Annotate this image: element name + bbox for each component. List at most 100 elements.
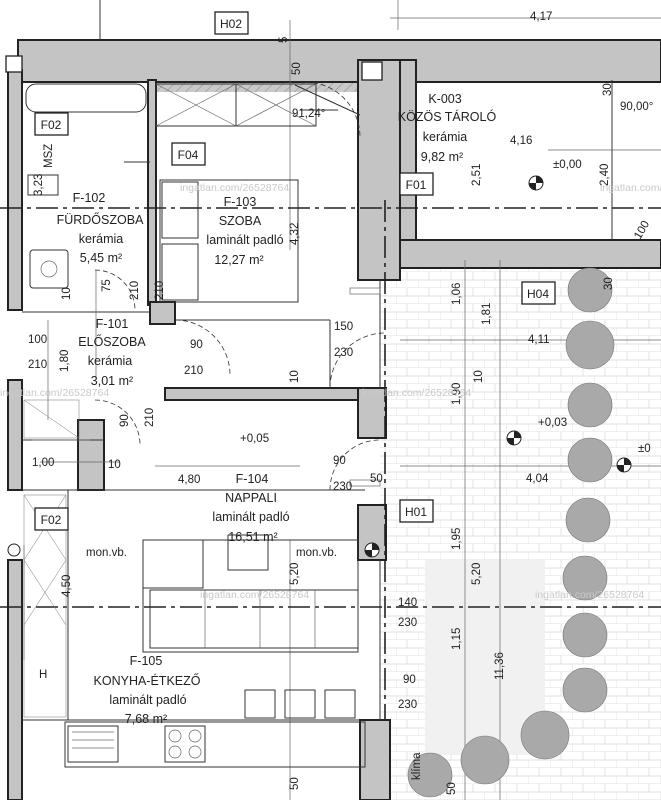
svg-text:10: 10 [289, 370, 301, 383]
svg-text:4,16: 4,16 [510, 135, 532, 147]
svg-text:150: 150 [334, 321, 353, 333]
svg-text:140: 140 [398, 597, 417, 609]
stair-grid [23, 399, 80, 718]
svg-text:10: 10 [61, 287, 73, 300]
svg-text:90: 90 [119, 414, 131, 427]
svg-text:laminált padló: laminált padló [109, 693, 186, 707]
svg-text:F-105: F-105 [130, 654, 163, 668]
svg-text:210: 210 [129, 281, 141, 300]
room-f-101-label: F-101 ELŐSZOBA kerámia 3,01 m² [78, 317, 146, 388]
svg-text:NAPPALI: NAPPALI [225, 491, 277, 505]
svg-text:5: 5 [278, 37, 290, 43]
svg-text:+0,03: +0,03 [538, 417, 567, 429]
room-f-103-label: F-103 SZOBA laminált padló 12,27 m² [206, 195, 283, 267]
svg-text:4,11: 4,11 [528, 334, 550, 346]
dimension-lines [23, 0, 661, 800]
svg-text:5,20: 5,20 [471, 563, 483, 585]
svg-text:90: 90 [403, 674, 416, 686]
svg-text:mon.vb.: mon.vb. [86, 547, 127, 559]
svg-text:±0: ±0 [638, 443, 651, 455]
level-markers [7, 175, 632, 558]
svg-text:210: 210 [154, 281, 166, 300]
misc-labels: MSZ mon.vb. mon.vb. H klíma [39, 144, 423, 780]
svg-text:ingatlan.com/2652876: ingatlan.com/2652876 [600, 182, 661, 194]
tags: H02 F02 F04 F01 H04 H01 F02 [41, 17, 550, 527]
svg-text:4,32: 4,32 [289, 223, 301, 245]
svg-text:F-103: F-103 [224, 195, 257, 209]
svg-text:10: 10 [108, 459, 121, 471]
levels: ±0,00 +0,05 +0,03 ±0 [240, 159, 651, 455]
svg-text:+0,05: +0,05 [240, 433, 269, 445]
svg-text:100: 100 [28, 334, 47, 346]
svg-text:F-101: F-101 [96, 317, 129, 331]
hedge [407, 267, 615, 798]
kitchen-counter [64, 721, 366, 768]
svg-text:klíma: klíma [411, 752, 423, 780]
svg-text:laminált padló: laminált padló [212, 510, 289, 524]
bed [159, 179, 299, 303]
svg-text:KÖZÖS TÁROLÓ: KÖZÖS TÁROLÓ [398, 109, 497, 124]
svg-text:11,36: 11,36 [494, 652, 506, 680]
room-f-104-label: F-104 NAPPALI laminált padló 16,51 m² [212, 472, 289, 544]
svg-text:4,17: 4,17 [530, 11, 552, 23]
room-f-102-label: F-102 FÜRDŐSZOBA kerámia 5,45 m² [57, 191, 144, 265]
svg-text:230: 230 [334, 347, 353, 359]
svg-text:H04: H04 [527, 287, 549, 301]
svg-text:ELŐSZOBA: ELŐSZOBA [78, 334, 146, 349]
svg-text:H01: H01 [405, 505, 427, 519]
svg-text:9,82 m²: 9,82 m² [421, 150, 463, 164]
watermarks: ingatlan.com/26528764 ingatlan.com/26528… [0, 182, 661, 601]
svg-text:210: 210 [144, 408, 156, 427]
svg-text:3,23: 3,23 [33, 174, 45, 196]
svg-text:F04: F04 [178, 148, 199, 162]
svg-text:90: 90 [333, 455, 346, 467]
svg-text:kerámia: kerámia [423, 130, 468, 144]
svg-text:SZOBA: SZOBA [219, 214, 262, 228]
svg-text:1,00: 1,00 [32, 457, 54, 469]
room-f-105-label: F-105 KONYHA-ÉTKEZŐ laminált padló 7,68 … [94, 654, 201, 726]
svg-text:16,51 m²: 16,51 m² [228, 530, 277, 544]
svg-text:50: 50 [370, 473, 383, 485]
svg-text:ingatlan.com/26528764: ingatlan.com/26528764 [535, 589, 644, 601]
svg-text:100: 100 [632, 219, 652, 242]
doors [94, 81, 386, 491]
svg-text:10: 10 [473, 370, 485, 383]
svg-text:90,00°: 90,00° [620, 101, 653, 113]
svg-text:ingatlan.com/26528764: ingatlan.com/26528764 [180, 182, 289, 194]
living-furniture [142, 534, 359, 719]
svg-text:50: 50 [446, 782, 458, 795]
bathroom-fixtures [25, 83, 150, 289]
svg-text:7,68 m²: 7,68 m² [125, 712, 167, 726]
room-k-003-label: K-003 KÖZÖS TÁROLÓ kerámia 9,82 m² [398, 92, 497, 164]
svg-text:ingatlan.com/26528764: ingatlan.com/26528764 [0, 387, 109, 399]
svg-text:4,04: 4,04 [526, 473, 549, 485]
svg-text:1,15: 1,15 [451, 628, 463, 650]
svg-text:230: 230 [398, 699, 417, 711]
svg-text:1,80: 1,80 [59, 350, 71, 372]
svg-text:mon.vb.: mon.vb. [296, 547, 337, 559]
svg-text:30: 30 [603, 277, 615, 290]
svg-text:1,90: 1,90 [451, 383, 463, 405]
svg-text:50: 50 [289, 777, 301, 790]
svg-text:91,24°: 91,24° [292, 108, 325, 120]
svg-text:ingatlan.com/26528764: ingatlan.com/26528764 [200, 589, 309, 601]
svg-text:KONYHA-ÉTKEZŐ: KONYHA-ÉTKEZŐ [94, 673, 201, 688]
svg-text:±0,00: ±0,00 [553, 159, 582, 171]
svg-text:90: 90 [190, 339, 203, 351]
svg-text:FÜRDŐSZOBA: FÜRDŐSZOBA [57, 212, 144, 227]
svg-text:F-104: F-104 [236, 472, 269, 486]
svg-text:2,51: 2,51 [471, 164, 483, 186]
svg-text:H02: H02 [220, 17, 242, 31]
svg-text:F-102: F-102 [73, 191, 106, 205]
svg-text:laminált padló: laminált padló [206, 233, 283, 247]
svg-text:1,06: 1,06 [451, 283, 463, 305]
svg-text:210: 210 [184, 365, 203, 377]
svg-text:50: 50 [291, 62, 303, 75]
svg-text:kerámia: kerámia [88, 354, 133, 368]
svg-text:ingatlan.com/26528764: ingatlan.com/26528764 [362, 387, 471, 399]
svg-text:H: H [39, 669, 47, 681]
svg-text:MSZ: MSZ [43, 144, 55, 168]
svg-text:F02: F02 [41, 118, 62, 132]
svg-text:1,81: 1,81 [481, 303, 493, 325]
